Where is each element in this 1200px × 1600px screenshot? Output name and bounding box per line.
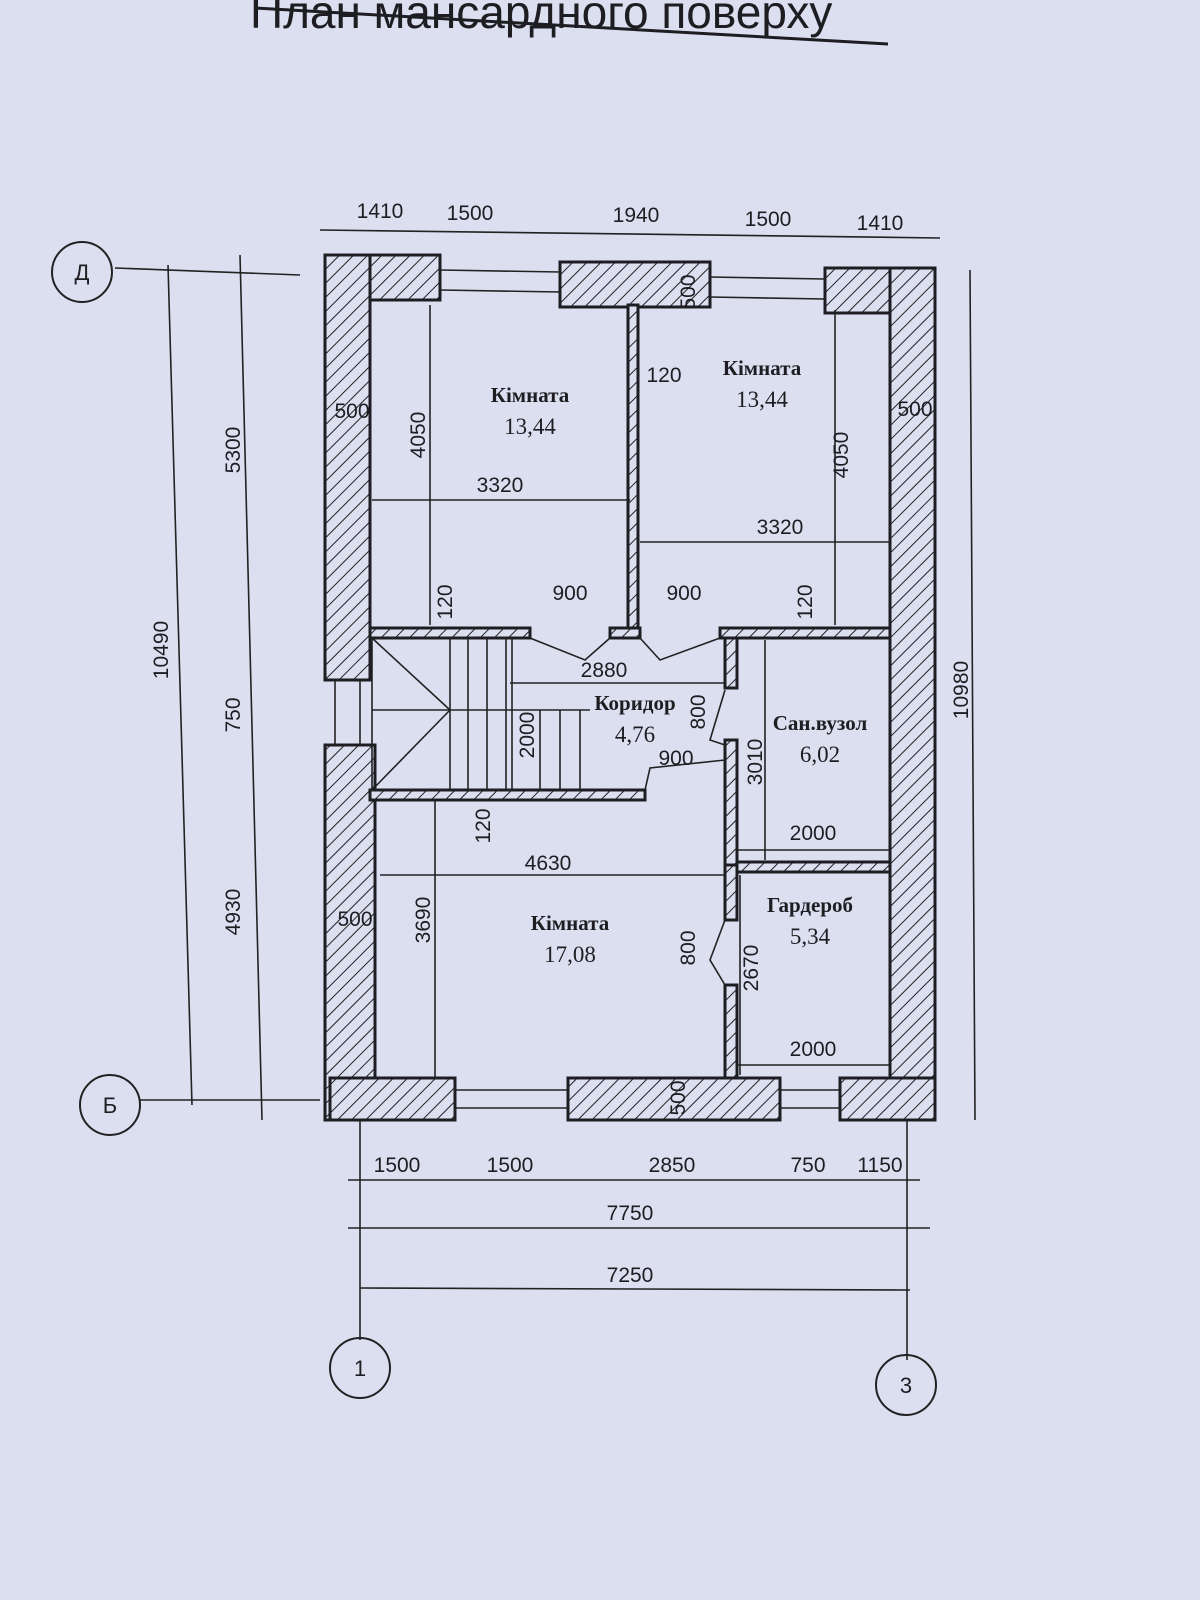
dimension-interior: 120 (472, 808, 495, 843)
dimension-interior: 500 (334, 400, 369, 423)
wall-segment (718, 626, 892, 640)
axis-label: 1 (354, 1356, 366, 1381)
dimension-interior: 4050 (830, 432, 853, 479)
dimension-interior: 500 (897, 398, 932, 421)
dimension-total-outer: 7750 (607, 1202, 654, 1225)
wall-segment (368, 626, 532, 640)
room-corridor-area: 4,76 (615, 722, 655, 747)
staircase (371, 637, 590, 791)
wall-segment (608, 626, 642, 640)
dimension-interior: 500 (337, 908, 372, 931)
dimension-interior: 800 (687, 694, 710, 729)
axis-marker-b: Б (79, 1074, 141, 1136)
dimension-top: 1410 (357, 200, 404, 223)
wall-segment (838, 1076, 937, 1122)
axis-marker-1: 1 (329, 1337, 391, 1399)
dimension-interior: 3010 (744, 739, 767, 786)
dimension-bottom: 750 (790, 1154, 825, 1177)
door-swings (529, 637, 726, 986)
dimension-interior: 800 (677, 930, 700, 965)
room-bedroom-1-area: 13,44 (504, 414, 556, 439)
title-underline (254, 6, 889, 46)
dimension-top: 1410 (857, 212, 904, 235)
dimension-top: 1500 (447, 202, 494, 225)
dimension-left-total: 10490 (150, 621, 173, 679)
room-bedroom-2-name: Кімната (723, 356, 802, 380)
dimension-bottom: 1150 (857, 1154, 902, 1177)
dimension-interior: 4630 (525, 852, 572, 875)
dimension-lines (114, 229, 976, 1360)
room-bedroom-2-area: 13,44 (736, 387, 788, 412)
wall-segment (323, 253, 372, 682)
dimension-left-part: 4930 (222, 889, 245, 936)
axis-label: Д (75, 260, 90, 285)
dimension-bottom: 2850 (649, 1154, 696, 1177)
dimension-interior: 2000 (516, 712, 539, 759)
dimension-interior: 2000 (790, 822, 837, 845)
axis-label: 3 (900, 1373, 912, 1398)
dimension-left-part: 750 (222, 697, 245, 732)
dimension-interior: 2000 (790, 1038, 837, 1061)
wall-segment (323, 743, 377, 1122)
wall-segment (723, 636, 739, 690)
dimension-interior: 120 (794, 584, 817, 619)
dimension-interior: 900 (658, 747, 693, 770)
room-bathroom-name: Сан.вузол (773, 711, 868, 735)
dimension-labels: 1410 1500 1940 1500 1410 1500 1500 2850 750 1150 7… (150, 200, 973, 1287)
room-wardrobe-name: Гардероб (767, 893, 853, 917)
wall-segment (558, 260, 712, 309)
dimension-right-total: 10980 (950, 661, 973, 719)
dimension-top: 1940 (613, 204, 660, 227)
dimension-interior: 900 (666, 582, 701, 605)
drawing-title: План мансардного поверху (250, 0, 832, 38)
dimension-total-axes: 7250 (607, 1264, 654, 1287)
axis-label: Б (103, 1093, 117, 1118)
wall-segment (566, 1076, 782, 1122)
room-corridor-name: Коридор (594, 691, 675, 715)
dimension-interior: 3320 (477, 474, 524, 497)
dimension-bottom: 1500 (374, 1154, 421, 1177)
dimension-bottom: 1500 (487, 1154, 534, 1177)
dimension-interior: 3320 (757, 516, 804, 539)
walls (114, 229, 976, 1360)
dimension-interior: 900 (552, 582, 587, 605)
wall-segment (723, 983, 739, 1080)
dimension-interior: 500 (677, 274, 700, 309)
dimension-interior: 4050 (407, 412, 430, 459)
room-bathroom-area: 6,02 (800, 742, 840, 767)
dimension-interior: 120 (646, 364, 681, 387)
room-wardrobe-area: 5,34 (790, 924, 831, 949)
wall-segment (888, 266, 937, 1122)
axis-marker-d: Д (51, 241, 113, 303)
dimension-interior: 3690 (412, 897, 435, 944)
dimension-interior: 120 (434, 584, 457, 619)
wall-segment (735, 860, 892, 874)
wall-segment (368, 788, 647, 802)
room-bedroom-3-name: Кімната (531, 911, 610, 935)
windows (334, 269, 840, 1109)
wall-segment (723, 863, 739, 922)
room-bedroom-1-name: Кімната (491, 383, 570, 407)
wall-segment (328, 1076, 457, 1122)
axis-marker-3: 3 (875, 1354, 937, 1416)
dimension-interior: 2670 (740, 945, 763, 992)
wall-segment (626, 303, 640, 632)
room-bedroom-3-area: 17,08 (544, 942, 596, 967)
dimension-top: 1500 (745, 208, 792, 231)
dimension-interior: 500 (667, 1080, 690, 1115)
dimension-left-part: 5300 (222, 427, 245, 474)
wall-segment (723, 738, 739, 867)
dimension-interior: 2880 (581, 659, 628, 682)
